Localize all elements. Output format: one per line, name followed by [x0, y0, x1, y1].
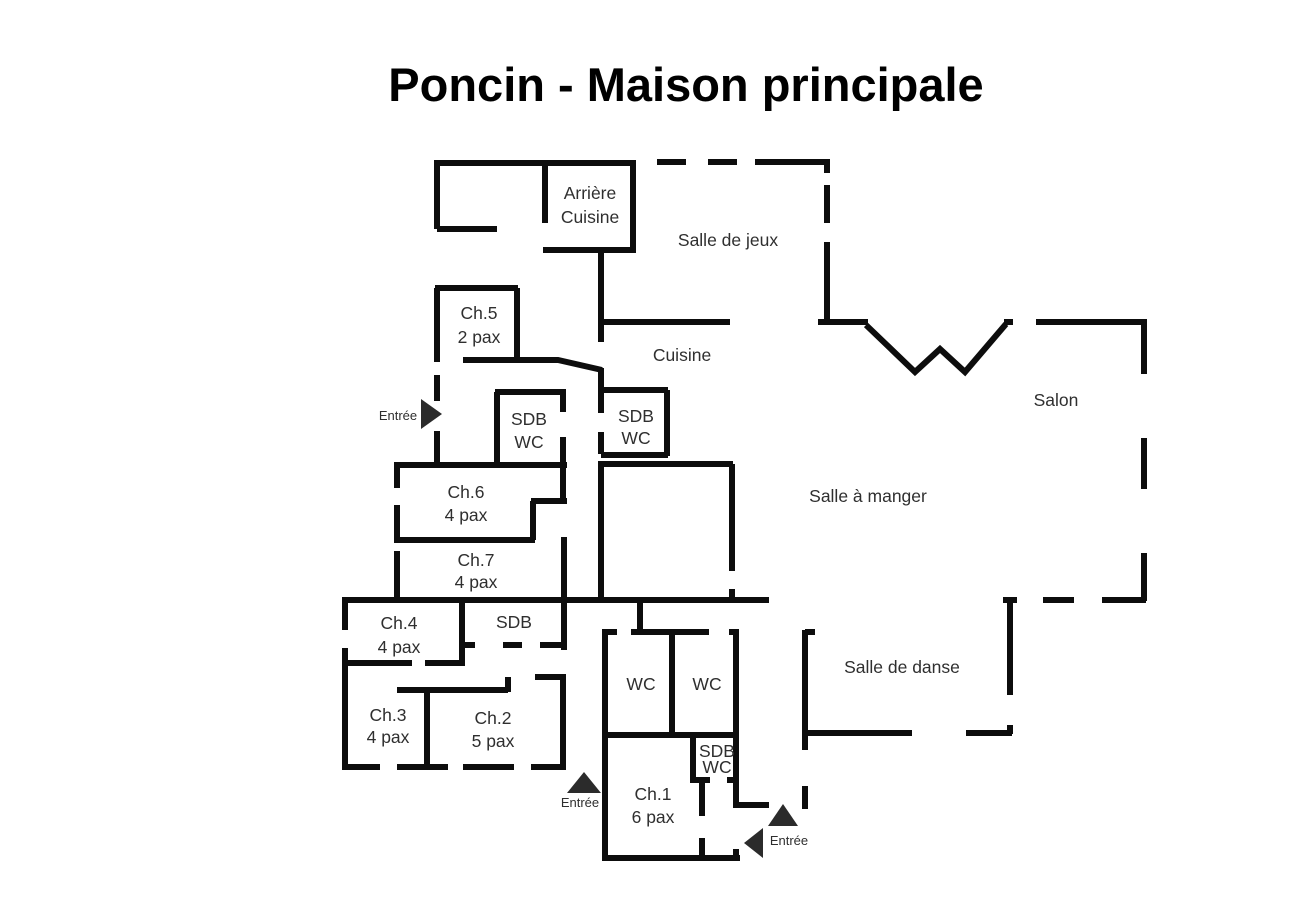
room-label-sdb-wc-right-1: SDB	[618, 406, 654, 426]
room-labels: Arrière Cuisine Salle de jeux Ch.5 2 pax…	[367, 183, 1079, 827]
walls-zigzag	[863, 322, 1009, 377]
room-label-arriere-cuisine-2: Cuisine	[561, 207, 619, 227]
room-label-sdb-wc-left-2: WC	[514, 432, 543, 452]
room-label-ch6-name: Ch.6	[448, 482, 485, 502]
walls-ch1-block	[602, 629, 769, 861]
room-label-salon: Salon	[1034, 390, 1079, 410]
entrance-arrows	[421, 399, 798, 858]
room-label-ch5-name: Ch.5	[461, 303, 498, 323]
entrance-label-left: Entrée	[379, 408, 417, 423]
walls-top-section	[434, 159, 1147, 603]
room-label-sdb-wc-left-1: SDB	[511, 409, 547, 429]
page-title: Poncin - Maison principale	[388, 58, 983, 111]
room-label-sdb-wc-ch1-2: WC	[702, 757, 731, 777]
entrance-arrow-bottom-left-icon	[567, 772, 601, 793]
walls-group	[342, 159, 1147, 861]
room-label-ch5-pax: 2 pax	[458, 327, 501, 347]
room-label-ch4-pax: 4 pax	[378, 637, 421, 657]
room-label-ch2-name: Ch.2	[475, 708, 512, 728]
room-label-cuisine: Cuisine	[653, 345, 711, 365]
room-label-salle-de-jeux: Salle de jeux	[678, 230, 778, 250]
entrance-label-bottom-left: Entrée	[561, 795, 599, 810]
walls-left-bedrooms	[342, 597, 566, 770]
room-label-ch3-pax: 4 pax	[367, 727, 410, 747]
room-label-ch1-name: Ch.1	[635, 784, 672, 804]
room-label-ch6-pax: 4 pax	[445, 505, 488, 525]
room-label-salle-de-danse: Salle de danse	[844, 657, 960, 677]
room-label-ch1-pax: 6 pax	[632, 807, 675, 827]
room-label-ch7-pax: 4 pax	[455, 572, 498, 592]
room-label-wc-right: WC	[692, 674, 721, 694]
walls-center-section	[343, 285, 769, 650]
room-label-ch3-name: Ch.3	[370, 705, 407, 725]
room-label-ch4-name: Ch.4	[381, 613, 418, 633]
entrance-label-bottom-right: Entrée	[770, 833, 808, 848]
entrance-arrow-bottom-right-left-icon	[744, 828, 763, 858]
room-label-salle-a-manger: Salle à manger	[809, 486, 927, 506]
walls-salle-de-danse	[802, 597, 1017, 809]
room-label-sdb-wc-ch1-1: SDB	[699, 741, 735, 761]
room-label-arriere-cuisine-1: Arrière	[564, 183, 617, 203]
room-label-ch7-name: Ch.7	[458, 550, 495, 570]
entrance-labels: Entrée Entrée Entrée	[379, 408, 808, 848]
entrance-arrow-bottom-right-up-icon	[768, 804, 798, 826]
room-label-wc-left: WC	[626, 674, 655, 694]
entrance-arrow-left-icon	[421, 399, 442, 429]
room-label-sdb-wc-right-2: WC	[621, 428, 650, 448]
room-label-sdb-couloir: SDB	[496, 612, 532, 632]
room-label-ch2-pax: 5 pax	[472, 731, 515, 751]
